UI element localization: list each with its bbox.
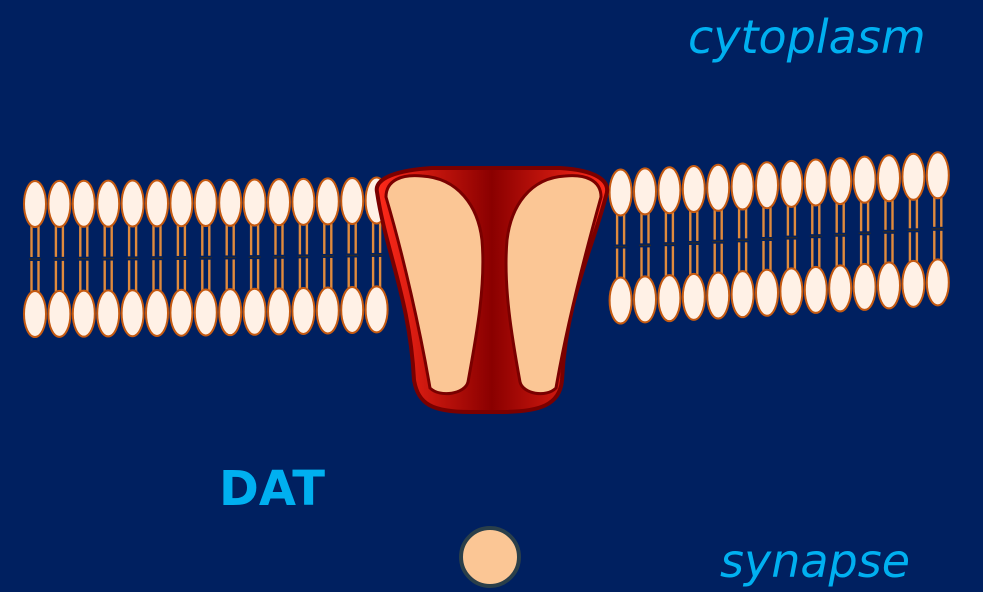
lipid (122, 181, 144, 337)
lipid (634, 168, 656, 322)
lipid (292, 179, 314, 334)
dopamine-transporter-icon (377, 168, 607, 412)
transporter-lobe-right (506, 176, 601, 394)
lipid (170, 180, 192, 336)
lipid (268, 179, 290, 334)
lipid (97, 181, 119, 337)
lipid (195, 180, 217, 335)
lipid (244, 179, 266, 334)
lipid (146, 180, 168, 336)
lipid (805, 159, 827, 312)
dopamine-molecule-icon (461, 528, 519, 586)
lipid (658, 167, 680, 321)
lipid (317, 178, 339, 333)
lipid (73, 181, 95, 337)
lipid (854, 157, 876, 310)
lipid (707, 165, 729, 319)
lipid (48, 181, 70, 337)
lipid (829, 158, 851, 311)
lipid (927, 152, 949, 305)
lipid (878, 155, 900, 308)
lipid (780, 161, 802, 315)
lipid (610, 169, 632, 323)
lipid (24, 181, 46, 337)
lipid (219, 180, 241, 335)
dat-label: DAT (219, 465, 325, 513)
lipid (756, 162, 778, 316)
lipid (902, 154, 924, 307)
lipid (341, 178, 363, 333)
lipid (732, 164, 754, 318)
synapse-label: synapse (720, 538, 910, 584)
lipid (683, 166, 705, 320)
